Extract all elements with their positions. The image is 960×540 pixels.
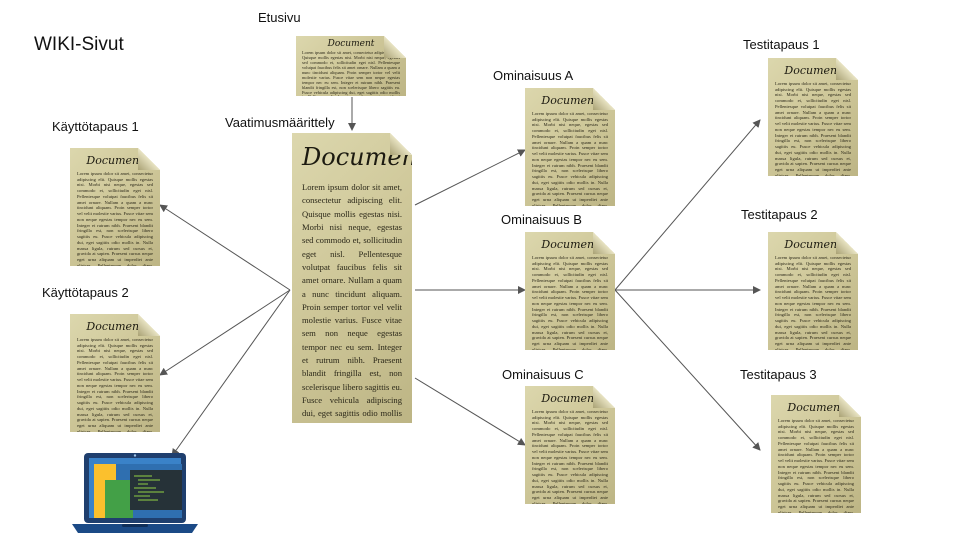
document-heading: Document: [784, 64, 842, 77]
arrow-omB-test1: [614, 119, 761, 291]
document-heading: Document: [784, 238, 842, 251]
page-title: WIKI-Sivut: [34, 34, 124, 55]
label-testitapaus-1: Testitapaus 1: [743, 37, 820, 52]
document-body: Lorem ipsum dolor sit amet, consectetur …: [302, 50, 400, 95]
arrow-vaatimus-omA: [414, 149, 526, 206]
label-etusivu: Etusivu: [258, 10, 301, 25]
document-heading: Document: [327, 39, 375, 49]
document-heading: Document: [541, 94, 599, 107]
document-heading: Document: [787, 401, 845, 414]
document-heading: Document: [541, 392, 599, 405]
document-icon-vaatimusmaarittely[interactable]: Document Lorem ipsum dolor sit amet, con…: [292, 133, 412, 423]
document-heading: Document: [302, 143, 402, 171]
label-testitapaus-2: Testitapaus 2: [741, 207, 818, 222]
arrow-omB-test3: [614, 289, 761, 451]
arrow-vaatimus-kaytto2: [159, 289, 291, 376]
document-body: Lorem ipsum dolor sit amet, consectetur …: [775, 81, 851, 176]
label-vaatimusmaarittely: Vaatimusmäärittely: [225, 115, 335, 130]
document-icon-testitapaus-2[interactable]: Document Lorem ipsum dolor sit amet, con…: [768, 232, 858, 350]
document-body: Lorem ipsum dolor sit amet, consectetur …: [775, 255, 851, 350]
document-heading: Document: [86, 154, 144, 167]
label-ominaisuus-c: Ominaisuus C: [502, 367, 584, 382]
document-body: Lorem ipsum dolor sit amet, consectetur …: [77, 337, 153, 432]
document-heading: Document: [541, 238, 599, 251]
document-icon-testitapaus-1[interactable]: Document Lorem ipsum dolor sit amet, con…: [768, 58, 858, 176]
document-body: Lorem ipsum dolor sit amet, consectetur …: [77, 171, 153, 266]
arrow-vaatimus-laptop: [171, 289, 291, 457]
document-icon-kayttotapaus-2[interactable]: Document Lorem ipsum dolor sit amet, con…: [70, 314, 160, 432]
label-kayttotapaus-1: Käyttötapaus 1: [52, 119, 139, 134]
document-icon-testitapaus-3[interactable]: Document Lorem ipsum dolor sit amet, con…: [771, 395, 861, 513]
document-body: Lorem ipsum dolor sit amet, consectetur …: [302, 182, 402, 419]
label-ominaisuus-b: Ominaisuus B: [501, 212, 582, 227]
arrow-vaatimus-kaytto1: [159, 204, 291, 291]
document-body: Lorem ipsum dolor sit amet, consectetur …: [532, 111, 608, 206]
document-icon-ominaisuus-a[interactable]: Document Lorem ipsum dolor sit amet, con…: [525, 88, 615, 206]
document-icon-kayttotapaus-1[interactable]: Document Lorem ipsum dolor sit amet, con…: [70, 148, 160, 266]
document-body: Lorem ipsum dolor sit amet, consectetur …: [532, 255, 608, 350]
document-heading: Document: [86, 320, 144, 333]
document-icon-ominaisuus-c[interactable]: Document Lorem ipsum dolor sit amet, con…: [525, 386, 615, 504]
label-testitapaus-3: Testitapaus 3: [740, 367, 817, 382]
label-kayttotapaus-2: Käyttötapaus 2: [42, 285, 129, 300]
document-icon-ominaisuus-b[interactable]: Document Lorem ipsum dolor sit amet, con…: [525, 232, 615, 350]
label-ominaisuus-a: Ominaisuus A: [493, 68, 574, 83]
arrow-vaatimus-omC: [414, 377, 526, 446]
document-body: Lorem ipsum dolor sit amet, consectetur …: [532, 409, 608, 504]
document-body: Lorem ipsum dolor sit amet, consectetur …: [778, 418, 854, 513]
document-icon-etusivu[interactable]: Document Lorem ipsum dolor sit amet, con…: [296, 36, 406, 96]
laptop-icon[interactable]: [72, 452, 198, 534]
